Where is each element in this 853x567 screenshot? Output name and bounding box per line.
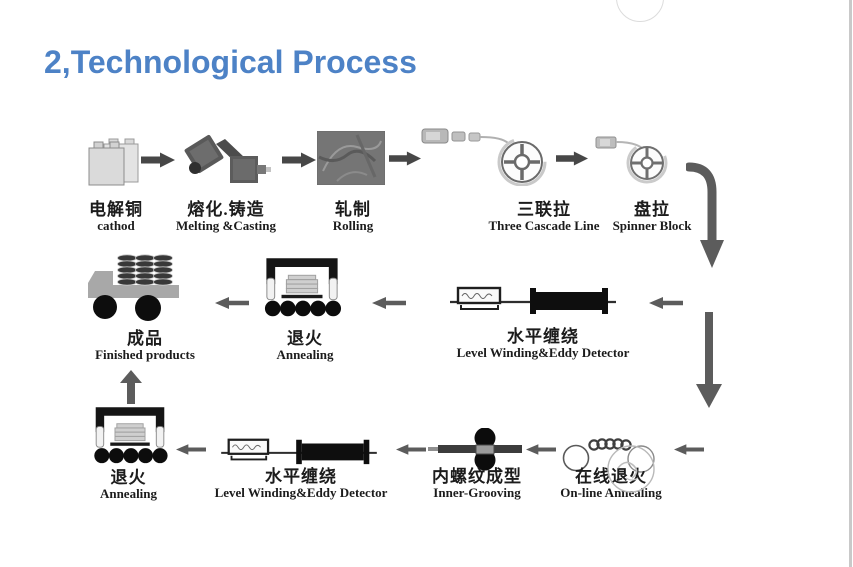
stage-label-zh: 轧制	[335, 200, 371, 219]
flow-arrow-right-icon	[389, 150, 421, 167]
flow-arrow-right-icon	[556, 150, 588, 167]
stage-label-en: Inner-Grooving	[433, 485, 521, 500]
stage-label-zh: 水平缠绕	[507, 327, 579, 346]
stage-label-cathode: 电解铜 cathod	[76, 200, 156, 233]
stage-label-en: Annealing	[276, 347, 334, 362]
melting-casting-figure	[183, 130, 271, 188]
stage-label-level-winding-1: 水平缠绕 Level Winding&Eddy Detector	[440, 327, 646, 360]
flow-arrow-left-icon	[372, 296, 406, 310]
slide-right-border	[849, 0, 852, 567]
stage-label-en: Annealing	[99, 486, 158, 501]
flow-arrow-left-icon	[526, 443, 556, 456]
stage-label-zh: 盘拉	[634, 200, 670, 219]
stage-label-spinner-block: 盘拉 Spinner Block	[597, 200, 707, 233]
flow-arrow-right-icon	[141, 151, 175, 169]
stage-label-finished-products: 成品 Finished products	[75, 329, 215, 362]
page-title: 2,Technological Process	[44, 44, 417, 80]
stage-label-zh: 电解铜	[89, 200, 143, 219]
stage-label-zh: 三联拉	[517, 200, 571, 219]
flow-arrow-down-icon	[696, 312, 722, 408]
stage-label-zh: 水平缠绕	[265, 467, 337, 486]
flow-arrow-right-icon	[282, 151, 316, 169]
three-cascade-line-figure	[421, 126, 547, 186]
flow-arrow-left-icon	[176, 443, 206, 456]
spinner-block-figure	[594, 132, 668, 184]
stage-label-en: Three Cascade Line	[488, 218, 600, 233]
annealing-furnace-figure	[86, 404, 174, 466]
finished-products-truck-figure	[84, 252, 184, 322]
stage-label-zh: 熔化.铸造	[187, 200, 265, 219]
stage-label-melting-casting: 熔化.铸造 Melting &Casting	[158, 200, 294, 233]
flow-arrow-left-icon	[215, 296, 249, 310]
annealing-furnace-figure	[262, 254, 342, 320]
stage-label-annealing-2: 退火 Annealing	[72, 468, 185, 501]
cathode-copper-figure	[84, 136, 144, 186]
stage-label-en: Level Winding&Eddy Detector	[456, 345, 630, 360]
stage-label-en: Level Winding&Eddy Detector	[214, 485, 388, 500]
level-winding-eddy-detector-figure	[448, 284, 618, 316]
stage-label-zh: 内螺纹成型	[432, 467, 522, 486]
flow-arrow-curved-down-icon	[686, 158, 724, 270]
flow-arrow-left-icon	[674, 443, 704, 456]
stage-label-en: cathod	[97, 218, 135, 233]
watermark-circle-icon	[616, 0, 664, 22]
stage-label-online-annealing: 在线退火 On-line Annealing	[546, 467, 676, 500]
stage-label-annealing-1: 退火 Annealing	[255, 329, 355, 362]
flow-arrow-left-icon	[648, 296, 684, 310]
stage-label-level-winding-2: 水平缠绕 Level Winding&Eddy Detector	[196, 467, 406, 500]
stage-label-rolling: 轧制 Rolling	[312, 200, 394, 233]
flow-arrow-left-icon	[396, 443, 426, 456]
stage-label-three-cascade-line: 三联拉 Three Cascade Line	[460, 200, 628, 233]
rolling-photo-figure	[317, 131, 385, 185]
flow-arrow-up-icon	[120, 370, 142, 404]
stage-label-en: Rolling	[332, 218, 374, 233]
stage-label-inner-grooving: 内螺纹成型 Inner-Grooving	[417, 467, 537, 500]
stage-label-en: Melting &Casting	[175, 218, 277, 233]
stage-label-zh: 退火	[110, 468, 147, 487]
stage-label-zh: 退火	[287, 329, 323, 348]
stage-label-en: Finished products	[95, 347, 195, 362]
level-winding-eddy-detector-figure	[214, 436, 384, 466]
stage-label-zh: 在线退火	[575, 467, 647, 486]
stage-label-zh: 成品	[127, 329, 163, 348]
stage-label-en: Spinner Block	[612, 218, 692, 233]
stage-label-en: On-line Annealing	[560, 485, 662, 500]
inner-grooving-figure	[428, 428, 528, 472]
